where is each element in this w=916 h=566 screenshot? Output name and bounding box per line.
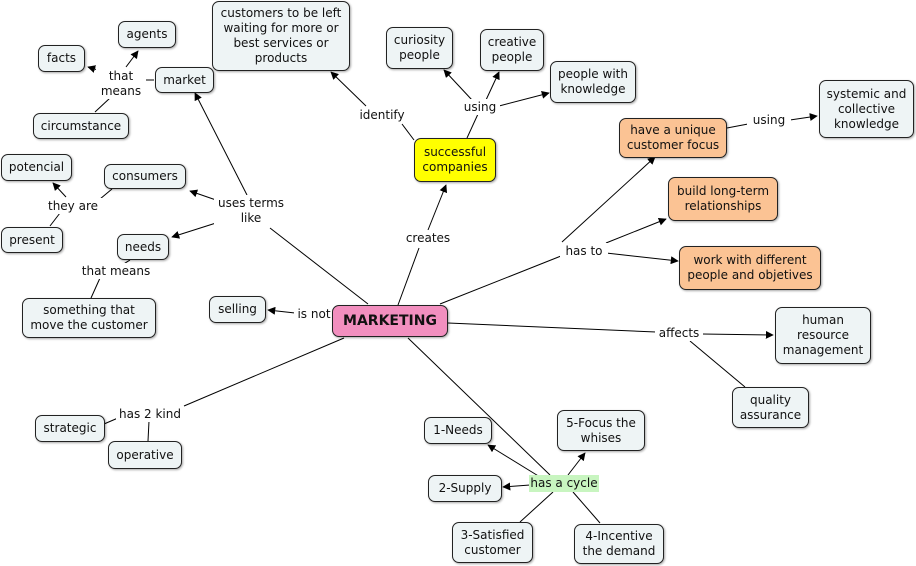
concept-people-with-knowledge[interactable]: people with knowledge [550,61,636,103]
concept-cycle-3-satisfied-customer[interactable]: 3-Satisfied customer [452,522,533,563]
concept-something-move-customer[interactable]: something that move the customer [22,298,156,338]
concept-successful-companies[interactable]: successful companies [414,138,496,182]
concept-present[interactable]: present [1,227,63,253]
concept-systemic-collective-knowledge[interactable]: systemic and collective knowledge [819,80,914,138]
concept-selling[interactable]: selling [209,296,266,323]
link-creates: creates [402,230,454,246]
concept-consumers[interactable]: consumers [104,164,186,189]
link-uses-terms-like: uses terms like [214,195,288,226]
link-they-are: they are [44,198,102,214]
link-has-to: has to [560,243,608,259]
concept-human-resource-management[interactable]: human resource management [775,307,871,364]
concept-creative-people[interactable]: creative people [480,29,544,71]
concept-marketing[interactable]: MARKETING [332,305,448,337]
concept-market[interactable]: market [155,67,214,93]
concept-needs[interactable]: needs [117,234,169,260]
concept-cycle-1-needs[interactable]: 1-Needs [424,417,492,444]
concept-quality-assurance[interactable]: quality assurance [732,387,809,428]
link-identify: identify [356,107,408,123]
concept-long-term-relationships[interactable]: build long-term relationships [668,177,778,221]
concept-cycle-2-supply[interactable]: 2-Supply [428,475,502,502]
concept-strategic[interactable]: strategic [35,415,105,442]
concept-operative[interactable]: operative [108,441,182,469]
concept-cycle-4-incentive-demand[interactable]: 4-Incentive the demand [574,524,664,564]
link-using-people: using [460,99,500,115]
link-affects: affects [655,325,703,341]
link-is-not: is not [294,306,334,322]
link-has-2-kind: has 2 kind [116,406,184,422]
concept-different-people[interactable]: work with different people and objetives [679,246,821,290]
link-has-a-cycle: has a cycle [529,475,599,492]
link-that-means-market: that means [96,68,146,99]
concept-unique-customer-focus[interactable]: have a unique customer focus [619,118,727,158]
link-that-means-needs: that means [78,263,154,279]
link-using-knowledge: using [747,112,791,128]
concept-curiosity-people[interactable]: curiosity people [386,27,453,69]
concept-facts[interactable]: facts [38,45,85,72]
concept-circumstance[interactable]: circumstance [33,113,129,139]
concept-customers-left-waiting[interactable]: customers to be left waiting for more or… [212,1,350,71]
concept-potencial[interactable]: potencial [1,154,72,181]
concept-cycle-5-focus-whises[interactable]: 5-Focus the whises [557,410,645,451]
concept-agents[interactable]: agents [118,21,176,48]
